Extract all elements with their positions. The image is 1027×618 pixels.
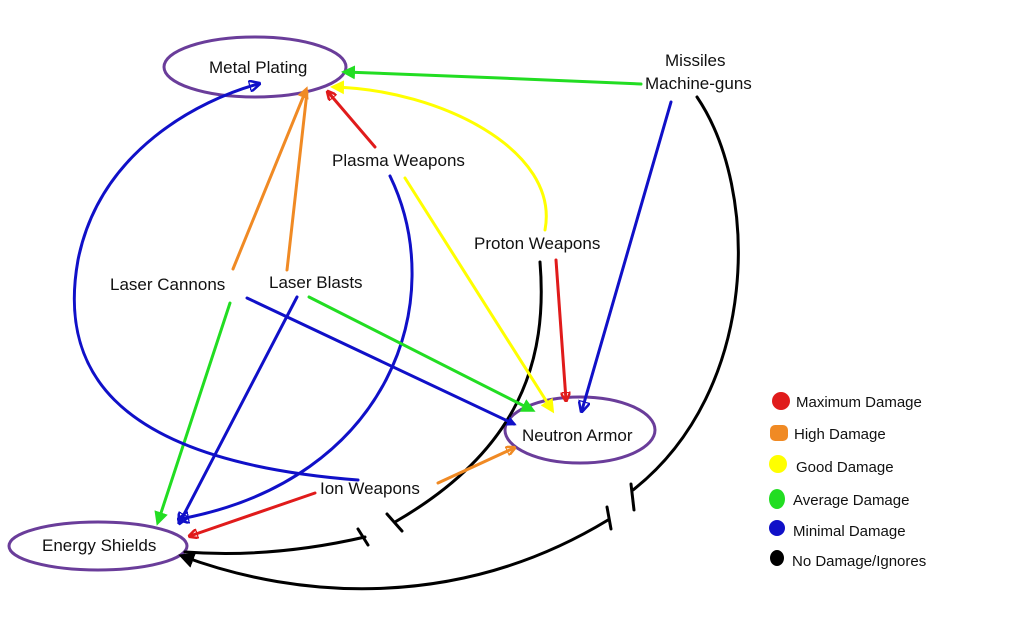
edge-missiles-neutron-minimal (582, 100, 673, 410)
legend-swatch-high (770, 425, 788, 441)
node-energy-shields: Energy Shields (42, 536, 156, 555)
legend-swatch-minimal (769, 520, 785, 536)
node-plasma-weapons: Plasma Weapons (332, 151, 465, 170)
edge-plasma-shields-minimal (180, 174, 414, 519)
node-missiles: Missiles (665, 51, 725, 70)
legend-label-minimal: Minimal Damage (793, 523, 906, 540)
legend-label-high: High Damage (794, 426, 886, 443)
legend-swatch-maximum (772, 392, 790, 410)
node-laser-cannons: Laser Cannons (110, 275, 225, 294)
edge-ion-shields-maximum (190, 491, 317, 536)
edge-proton-metal-good (330, 80, 548, 232)
node-laser-blasts: Laser Blasts (269, 273, 363, 292)
edge-shields-return-none (178, 518, 610, 591)
legend-label-none: No Damage/Ignores (792, 553, 926, 570)
edge-lcannons-shields-average (154, 301, 232, 526)
legend-label-average: Average Damage (793, 492, 909, 509)
edge-lcannons-neutron-minimal (245, 296, 517, 426)
neutron-armor-ellipse (503, 395, 657, 465)
edge-missiles-shields-none (631, 95, 740, 492)
edge-plasma-metal-maximum (328, 92, 377, 149)
edge-plasma-neutron-good (403, 176, 555, 414)
node-metal-plating: Metal Plating (209, 58, 307, 77)
block-proton-b (356, 527, 370, 547)
edge-lblasts-metal-high (285, 90, 309, 272)
edge-proton-neutron-maximum (554, 258, 566, 400)
block-missiles-a (629, 482, 636, 512)
legend-swatch-good (769, 455, 787, 473)
block-proton (385, 512, 404, 533)
energy-shields-ellipse (7, 520, 189, 572)
edge-ion-neutron-high (436, 448, 514, 485)
legend-swatch-average (769, 489, 785, 509)
node-ion-weapons: Ion Weapons (320, 479, 420, 498)
edge-proton-shields-tail (183, 535, 367, 555)
legend: Maximum Damage High Damage Good Damage A… (769, 392, 926, 570)
edge-missiles-metal-average (341, 65, 643, 86)
legend-swatch-none (770, 550, 784, 566)
block-missiles-b (605, 505, 613, 531)
edge-lblasts-shields-minimal (180, 295, 299, 522)
node-proton-weapons: Proton Weapons (474, 234, 600, 253)
legend-label-good: Good Damage (796, 459, 894, 476)
edge-ion-metal-minimal (72, 84, 360, 482)
legend-label-maximum: Maximum Damage (796, 394, 922, 411)
edge-lcannons-metal-high (231, 86, 309, 271)
node-neutron-armor: Neutron Armor (522, 426, 633, 445)
node-machine-guns: Machine-guns (645, 74, 752, 93)
edge-lblasts-neutron-average (307, 295, 536, 412)
